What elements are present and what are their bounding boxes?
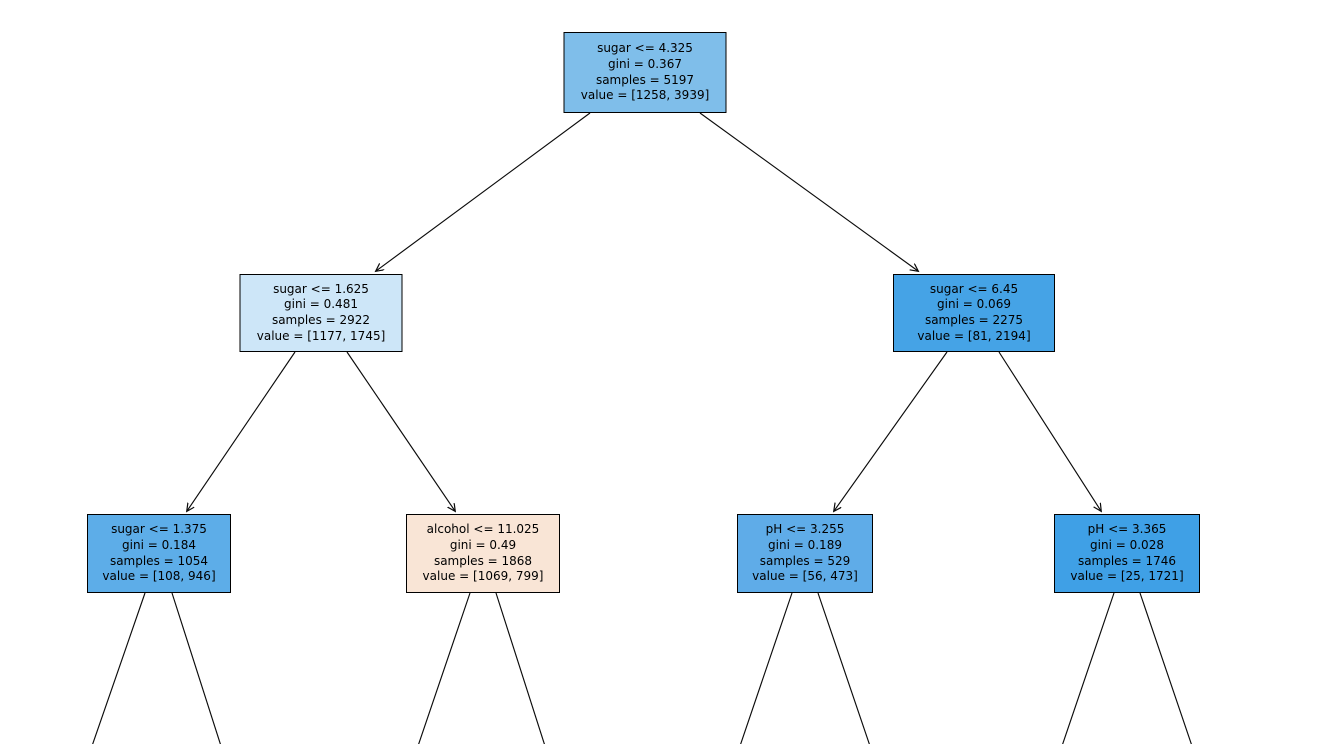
node-gini: gini = 0.481	[284, 297, 358, 312]
node-gini: gini = 0.069	[937, 297, 1011, 312]
tree-edge	[92, 592, 146, 744]
tree-node-right-left: pH <= 3.255 gini = 0.189 samples = 529 v…	[737, 514, 873, 593]
tree-edge	[171, 592, 221, 744]
node-value: value = [25, 1721]	[1070, 569, 1184, 584]
node-samples: samples = 5197	[595, 72, 695, 87]
node-samples: samples = 1868	[433, 553, 533, 568]
node-value: value = [1069, 799]	[422, 569, 544, 584]
tree-edge	[1062, 592, 1115, 744]
node-samples: samples = 2275	[924, 313, 1024, 327]
tree-edge	[418, 592, 471, 744]
tree-node-left-left: sugar <= 1.375 gini = 0.184 samples = 10…	[87, 514, 231, 593]
node-value: value = [1258, 3939]	[580, 88, 710, 103]
tree-edge	[495, 592, 545, 744]
tree-edge	[376, 112, 591, 271]
node-samples: samples = 1746	[1077, 553, 1177, 568]
node-gini: gini = 0.367	[608, 56, 682, 71]
node-rule: pH <= 3.365	[1087, 522, 1167, 537]
node-rule: sugar <= 6.45	[929, 281, 1019, 296]
tree-node-left-right: alcohol <= 11.025 gini = 0.49 samples = …	[406, 514, 560, 593]
tree-edge-group	[92, 112, 1192, 744]
node-samples: samples = 529	[759, 553, 851, 568]
tree-edge	[187, 351, 296, 511]
tree-edge	[699, 112, 918, 271]
tree-edge	[346, 351, 455, 511]
node-value: value = [108, 946]	[102, 569, 216, 584]
tree-node-right-right: pH <= 3.365 gini = 0.028 samples = 1746 …	[1054, 514, 1200, 593]
node-rule: sugar <= 1.625	[273, 281, 369, 296]
tree-node-right: sugar <= 6.45 gini = 0.069 samples = 227…	[893, 274, 1055, 352]
tree-edge	[834, 351, 948, 511]
node-rule: sugar <= 1.375	[111, 522, 207, 537]
node-value: value = [81, 2194]	[917, 328, 1031, 343]
tree-edge	[740, 592, 793, 744]
node-gini: gini = 0.49	[449, 537, 517, 552]
tree-edge	[1139, 592, 1192, 744]
node-gini: gini = 0.189	[768, 537, 842, 552]
node-gini: gini = 0.028	[1090, 537, 1164, 552]
node-samples: samples = 2922	[271, 313, 371, 327]
tree-node-root: sugar <= 4.325 gini = 0.367 samples = 51…	[563, 32, 727, 113]
tree-node-left: sugar <= 1.625 gini = 0.481 samples = 29…	[239, 274, 403, 352]
node-rule: pH <= 3.255	[765, 522, 845, 537]
tree-edge	[998, 351, 1101, 511]
node-rule: alcohol <= 11.025	[426, 522, 540, 537]
node-samples: samples = 1054	[109, 553, 209, 568]
tree-edge	[817, 592, 870, 744]
node-gini: gini = 0.184	[122, 537, 196, 552]
node-value: value = [56, 473]	[752, 569, 858, 584]
node-value: value = [1177, 1745]	[256, 328, 386, 343]
node-rule: sugar <= 4.325	[597, 41, 693, 56]
